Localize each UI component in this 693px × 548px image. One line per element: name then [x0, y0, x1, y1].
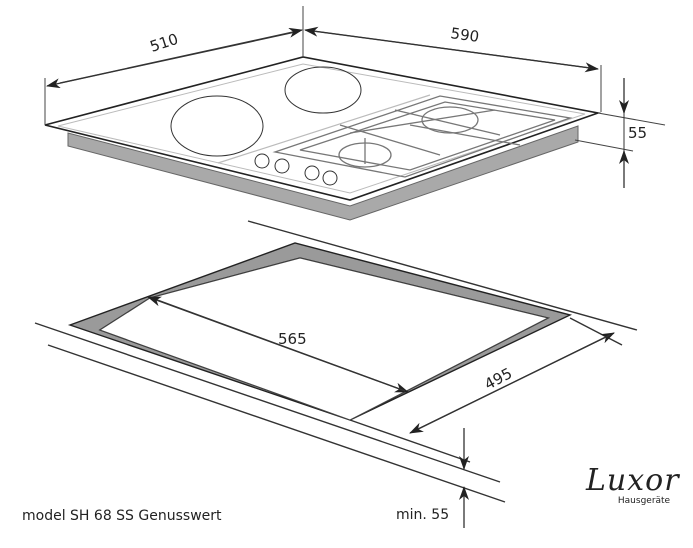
hob-top-surface: [44, 56, 602, 201]
dim-label-510: 510: [148, 30, 181, 56]
gas-grid: [272, 95, 573, 178]
hob-side-panel: [67, 125, 579, 221]
knob: [322, 170, 338, 186]
dim-label-590: 590: [449, 24, 480, 46]
dim-label-55: 55: [628, 124, 647, 142]
brand-logo: Luxor Hausgeräte: [586, 463, 680, 507]
model-caption: model SH 68 SS Genusswert: [22, 508, 222, 524]
min-clearance-label: min. 55: [396, 507, 450, 523]
knob: [254, 153, 270, 169]
electric-plate-front: [170, 95, 264, 157]
hob-inner-rim: [57, 63, 586, 194]
knob: [304, 165, 320, 181]
dim-label-565: 565: [278, 330, 307, 348]
control-knobs: [254, 153, 338, 186]
brand-subtitle: Hausgeräte: [617, 496, 671, 506]
brand-name: Luxor: [586, 463, 680, 498]
knob: [274, 158, 290, 174]
countertop-edges: [34, 220, 638, 503]
electric-plate-back: [284, 66, 362, 114]
